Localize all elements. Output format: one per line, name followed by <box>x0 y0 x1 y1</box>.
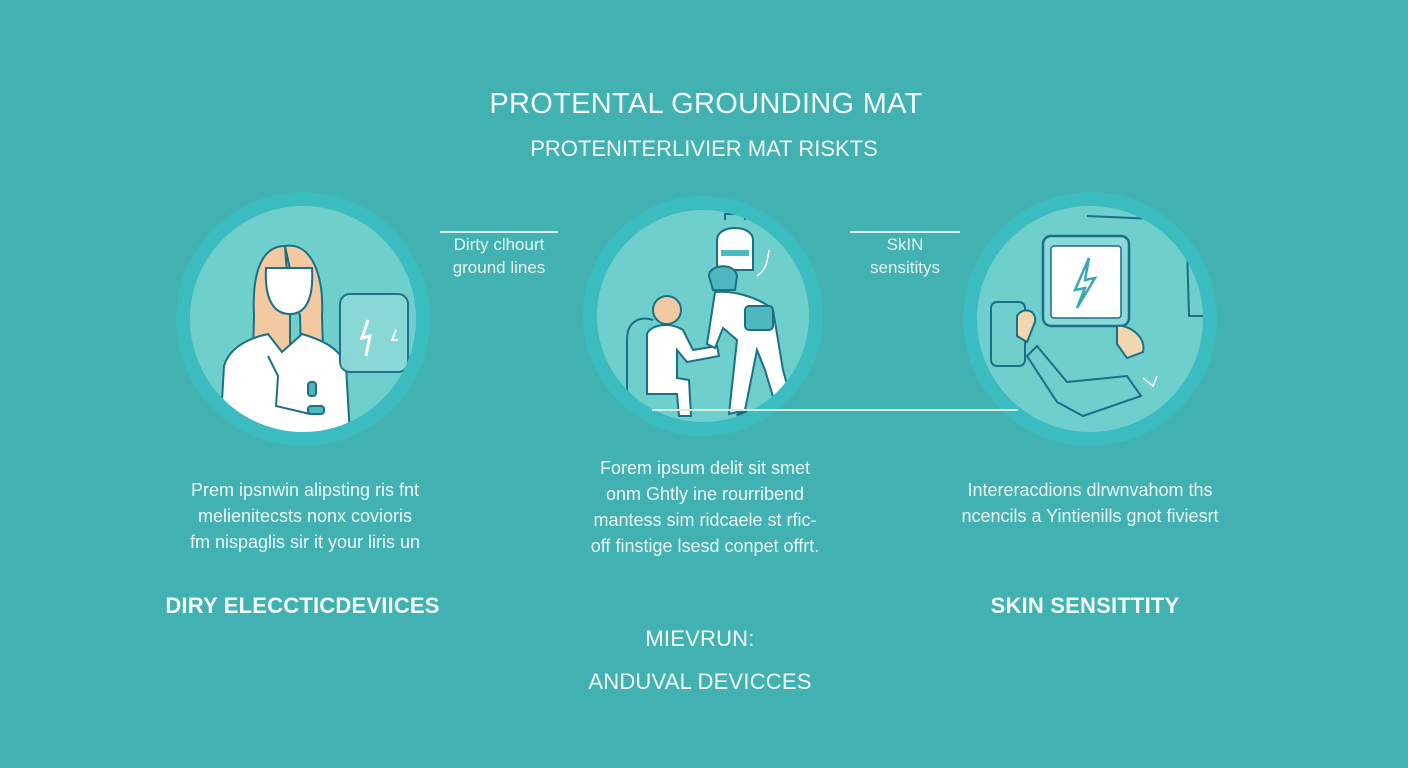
description-line: mantess sim ridcaele st rfic- <box>593 510 817 530</box>
callout-line-1: Dirty clhourt <box>453 235 545 254</box>
description-line: fm nispaglis sir it your liris un <box>189 532 421 552</box>
description-manual-devices: Forem ipsum delit sit smet onm Ghtly ine… <box>560 455 850 559</box>
description-line: Intereracdions dlrwnvahom ths <box>967 480 1213 500</box>
description-line: Prem ipsnwin alipsting ris fnt <box>190 480 420 500</box>
doctor-illustration <box>176 192 430 446</box>
electrical-panel-illustration <box>963 192 1217 446</box>
description-line: melienitecsts nonx covioris <box>197 506 413 526</box>
label-manual-devices-prefix: MIEVRUN: <box>645 626 755 651</box>
page-subtitle: PROTENITERLIVIER MAT RISKTS <box>530 136 878 161</box>
hand-touching-electrical-panel-icon <box>990 215 1203 418</box>
description-skin-sensitivity: Intereracdions dlrwnvahom ths ncencils a… <box>920 477 1260 529</box>
callout-skin-sensitivity: SkIN sensititys <box>850 231 960 279</box>
callout-rule <box>440 231 558 233</box>
description-line: Forem ipsum delit sit smet <box>599 458 811 478</box>
page-title: PROTENTAL GROUNDING MAT <box>489 88 923 120</box>
caregiver-illustration <box>583 196 823 436</box>
callout-line-2: sensititys <box>870 258 940 277</box>
label-manual-devices: ANDUVAL DEVICCES <box>588 669 812 694</box>
callout-ground-lines: Dirty clhourt ground lines <box>440 231 558 279</box>
description-dirty-devices: Prem ipsnwin alipsting ris fnt melienite… <box>150 477 460 555</box>
description-line: off finstige lsesd conpet offrt. <box>590 536 820 556</box>
label-skin-sensitivity: SKIN SENSITTITY <box>990 593 1180 618</box>
label-dirty-devices: DIRY ELECCTICDEVIICES <box>165 593 440 618</box>
doctor-with-device-icon <box>219 244 409 432</box>
description-line: onm Ghtly ine rourribend <box>605 484 805 504</box>
callout-line-2: ground lines <box>452 258 546 277</box>
caregiver-assisting-patient-icon <box>626 213 795 418</box>
callout-line-1: SkIN <box>886 235 924 254</box>
description-line: ncencils a Yintienills gnot fiviesrt <box>961 506 1219 526</box>
connector-line <box>652 409 1018 411</box>
callout-rule <box>850 231 960 233</box>
